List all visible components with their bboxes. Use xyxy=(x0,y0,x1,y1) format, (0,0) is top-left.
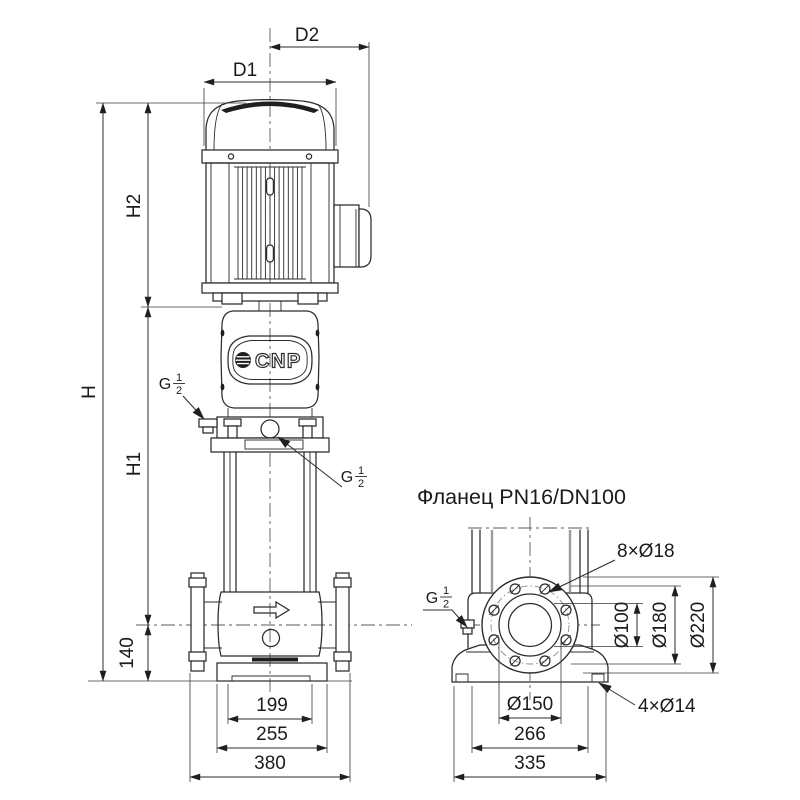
flange-view-title: Фланец PN16/DN100 xyxy=(417,485,626,509)
brand-logo-text: CNP xyxy=(255,351,302,373)
thread-denominator: 2 xyxy=(358,478,364,490)
base-front xyxy=(451,644,609,683)
dim-label-dia100: Ø100 xyxy=(612,602,633,648)
dim-base-width: 335 xyxy=(453,686,607,782)
dim-label-h1: H1 xyxy=(124,452,145,476)
callout-bolt-holes: 8×Ø18 xyxy=(548,541,675,593)
dim-bore: Ø100 xyxy=(554,602,643,648)
dim-label-dia150: Ø150 xyxy=(507,694,553,715)
dim-bolt-circle: Ø180 xyxy=(571,585,681,665)
fin-lug xyxy=(265,244,275,263)
dim-label-h: H xyxy=(79,385,100,399)
bore-circle xyxy=(507,602,553,648)
thread-numerator: 1 xyxy=(176,372,182,384)
dim-d1: D1 xyxy=(203,60,337,146)
dim-base-widths: 199 255 380 xyxy=(189,673,351,782)
dim-label-266: 266 xyxy=(514,724,546,745)
coupling-housing: CNP xyxy=(220,310,320,409)
flange-view: Фланец PN16/DN100 xyxy=(417,485,719,782)
dim-d2: D2 xyxy=(269,25,370,207)
flange-bolt xyxy=(188,577,207,588)
gauge-port-fitting-front xyxy=(460,619,475,629)
motor-body xyxy=(205,162,335,284)
suction-flange xyxy=(190,572,205,672)
flange-outer-circle xyxy=(481,576,579,674)
dim-label-335: 335 xyxy=(514,753,546,774)
dim-label-380: 380 xyxy=(254,753,286,774)
housing-bolt xyxy=(315,383,320,391)
dim-label-d2: D2 xyxy=(295,25,319,46)
label-bolt-holes: 8×Ø18 xyxy=(617,541,675,562)
drain-plug xyxy=(261,628,281,648)
base-slots xyxy=(455,673,605,682)
dim-label-255: 255 xyxy=(256,724,288,745)
dim-label-d1: D1 xyxy=(233,60,257,81)
housing-bolt xyxy=(315,329,320,337)
thread-callout-front: G 1 2 xyxy=(423,585,468,628)
pump-casing xyxy=(188,572,352,672)
thread-prefix: G xyxy=(341,469,353,486)
flange-bolt xyxy=(188,651,207,662)
logo-plate xyxy=(227,335,313,385)
housing-bolt xyxy=(220,329,225,337)
label-base-holes: 4×Ø14 xyxy=(638,696,696,717)
thread-prefix: G xyxy=(426,590,438,607)
thread-denominator: 2 xyxy=(443,599,449,611)
head-bolt xyxy=(298,418,317,427)
thread-denominator: 2 xyxy=(176,385,182,397)
thread-numerator: 1 xyxy=(443,585,449,597)
flange-disc xyxy=(481,576,579,674)
head-bolt xyxy=(223,418,242,427)
discharge-flange xyxy=(335,572,350,672)
dim-label-h2: H2 xyxy=(124,194,145,218)
thread-callout-left: G 1 2 xyxy=(159,372,205,420)
dim-raised-face: Ø150 xyxy=(498,642,562,724)
motor-flange xyxy=(201,282,339,311)
thread-prefix: G xyxy=(159,376,171,393)
dim-heights: H H2 H1 140 xyxy=(79,102,246,682)
dim-label-140: 140 xyxy=(117,637,138,669)
motor-fan-cover xyxy=(201,99,339,164)
main-view: CNP xyxy=(79,25,412,782)
pump-base xyxy=(88,662,352,682)
dim-label-dia180: Ø180 xyxy=(650,602,671,648)
raised-face-circle xyxy=(498,593,562,657)
flow-direction-arrow-icon xyxy=(253,600,291,620)
cover-screw xyxy=(305,153,313,160)
flange-bolt xyxy=(333,651,352,662)
housing-bolt xyxy=(220,383,225,391)
terminal-box xyxy=(333,204,372,268)
pump-column xyxy=(223,451,317,593)
dim-slot-span: 266 xyxy=(471,686,589,753)
fin-lug xyxy=(265,177,275,196)
pump-head xyxy=(198,408,330,453)
fan-grille-icon xyxy=(221,101,319,113)
gauge-port-fitting xyxy=(198,418,218,428)
thread-numerator: 1 xyxy=(358,465,364,477)
cover-screw xyxy=(227,153,235,160)
dim-label-dia220: Ø220 xyxy=(688,602,709,648)
thread-callout-right: G 1 2 xyxy=(277,436,367,490)
flange-bolt xyxy=(333,577,352,588)
dim-outer-diameter: Ø220 xyxy=(583,576,719,674)
bolt-circle xyxy=(490,585,570,665)
callout-base-holes: 4×Ø14 xyxy=(598,682,696,717)
dim-label-199: 199 xyxy=(256,695,288,716)
